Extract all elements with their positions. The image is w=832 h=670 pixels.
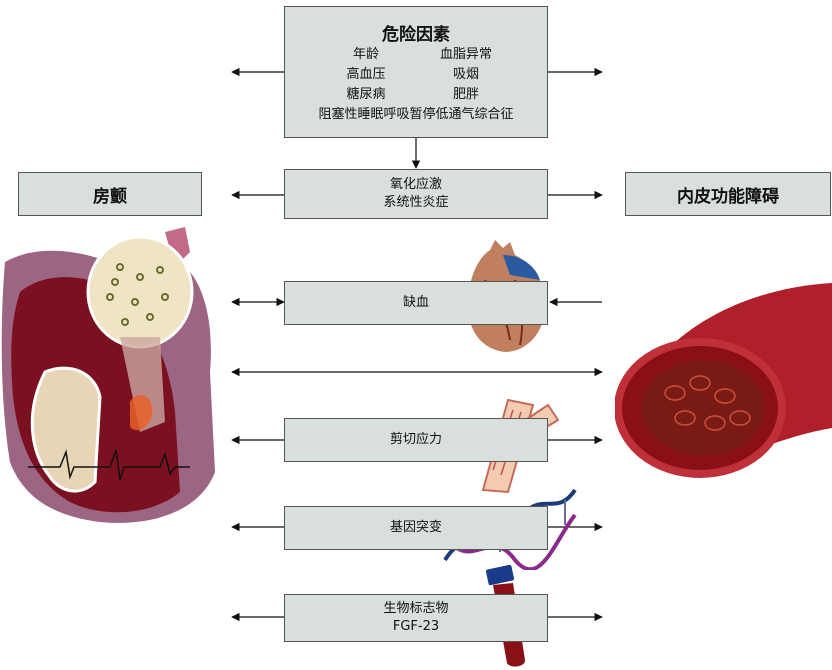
fgf23-label: FGF-23 bbox=[392, 619, 440, 634]
risk-factor-item: 糖尿病 bbox=[346, 86, 386, 102]
risk-factors-title: 危险因素 bbox=[382, 24, 450, 45]
af-heart-illustration bbox=[1, 227, 215, 523]
af-outcome-label: 房颤 bbox=[93, 186, 127, 207]
risk-factor-item: 年龄 bbox=[352, 46, 379, 62]
gene-mutation-label: 基因突变 bbox=[389, 520, 442, 535]
risk-factors-box: 危险因素 年龄 血脂异常 高血压 吸烟 糖尿病 肥胖 阻塞性睡眠呼吸暂停低通气综… bbox=[284, 6, 548, 138]
risk-factor-item: 高血压 bbox=[346, 66, 386, 82]
osa-label: 阻塞性睡眠呼吸暂停低通气综合征 bbox=[318, 106, 514, 122]
stress-box: 氧化应激 系统性炎症 bbox=[284, 169, 548, 219]
shear-stress-label: 剪切应力 bbox=[389, 432, 442, 447]
endothelial-dysfunction-label: 内皮功能障碍 bbox=[677, 186, 779, 207]
ischemia-label: 缺血 bbox=[402, 295, 429, 310]
gene-mutation-box: 基因突变 bbox=[284, 506, 548, 550]
biomarker-label: 生物标志物 bbox=[383, 601, 449, 616]
endothelial-dysfunction-box: 内皮功能障碍 bbox=[625, 172, 831, 216]
risk-factor-item: 血脂异常 bbox=[439, 46, 492, 62]
oxidative-stress-label: 氧化应激 bbox=[389, 177, 442, 192]
shear-stress-box: 剪切应力 bbox=[284, 418, 548, 462]
blood-vessel-illustration bbox=[615, 283, 832, 478]
risk-factors-list: 年龄 血脂异常 高血压 吸烟 糖尿病 肥胖 bbox=[318, 45, 514, 105]
risk-factor-item: 肥胖 bbox=[452, 86, 479, 102]
biomarker-box: 生物标志物 FGF-23 bbox=[284, 594, 548, 642]
af-outcome-box: 房颤 bbox=[18, 172, 202, 216]
risk-factor-item: 吸烟 bbox=[452, 66, 479, 82]
systemic-inflammation-label: 系统性炎症 bbox=[383, 195, 449, 210]
ischemia-box: 缺血 bbox=[284, 281, 548, 325]
